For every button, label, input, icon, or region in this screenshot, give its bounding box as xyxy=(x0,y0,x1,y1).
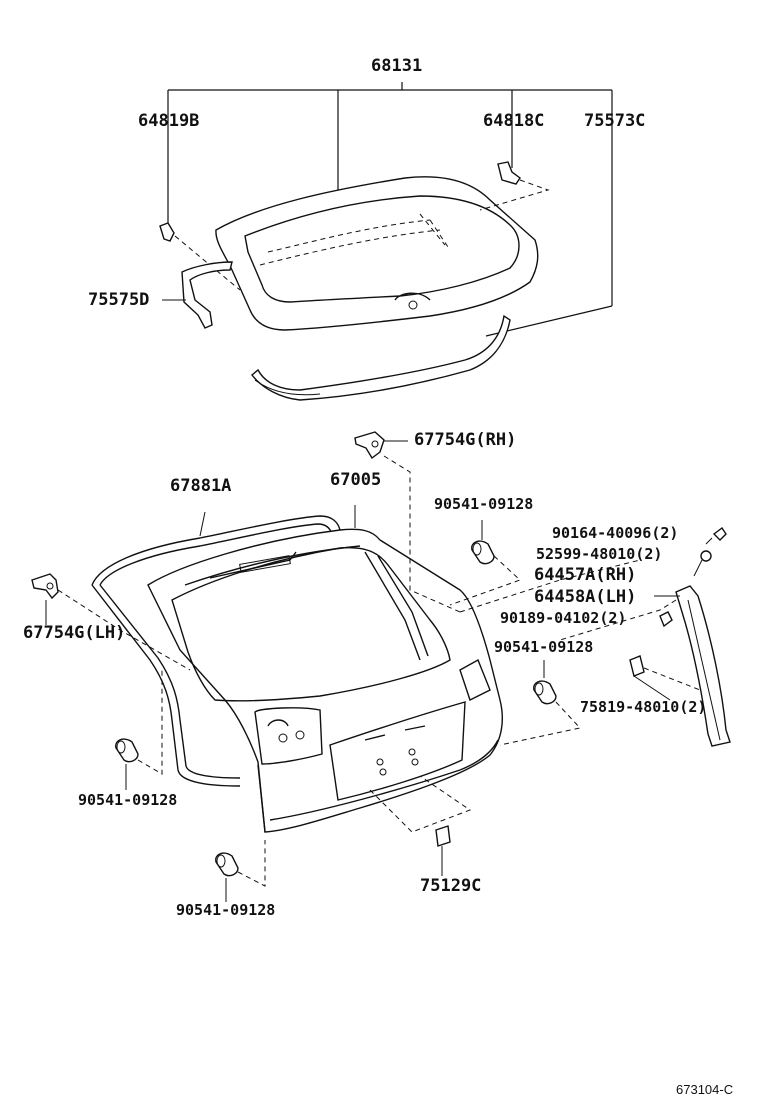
clip-64818C xyxy=(479,161,550,211)
clip-64819B xyxy=(159,222,241,291)
back-door-group xyxy=(31,431,731,902)
label-64818C: 64818C xyxy=(483,111,545,131)
label-90189-04102: 90189-04102(2) xyxy=(500,609,627,627)
weatherstrip-67881A xyxy=(91,511,341,787)
back-window-glass xyxy=(215,176,539,331)
label-90541-top: 90541-09128 xyxy=(434,495,534,513)
stay-bracket-67754G-LH xyxy=(31,573,191,671)
label-64819B: 64819B xyxy=(138,111,200,131)
back-door-67005 xyxy=(147,505,503,833)
label-52599-48010: 52599-48010(2) xyxy=(536,545,663,563)
label-67881A: 67881A xyxy=(170,476,232,496)
clip-75819-48010 xyxy=(629,655,701,701)
label-75575D: 75575D xyxy=(88,290,150,310)
label-64457A-RH: 64457A(RH) xyxy=(534,565,637,585)
weatherstrip-75575D xyxy=(162,261,233,329)
label-75573C: 75573C xyxy=(584,111,646,131)
screw-90164-40096 xyxy=(705,526,727,545)
cushion-90541-bottom xyxy=(215,840,266,902)
label-90541-left: 90541-09128 xyxy=(78,791,178,809)
stay-bracket-67754G-RH xyxy=(354,431,461,613)
cushion-90541-left xyxy=(115,670,163,790)
back-window-glass-group xyxy=(159,82,613,401)
label-67754G-LH: 67754G(LH) xyxy=(23,623,126,643)
label-90164-40096: 90164-40096(2) xyxy=(552,524,679,542)
nut-52599-48010 xyxy=(693,550,712,577)
label-90541-mid: 90541-09128 xyxy=(494,638,594,656)
nut-90189-04102 xyxy=(659,611,673,628)
cushion-90541-top xyxy=(449,520,521,606)
label-90541-bottom: 90541-09128 xyxy=(176,901,276,919)
label-67005: 67005 xyxy=(330,470,382,490)
cushion-90541-mid xyxy=(499,660,581,746)
label-67754G-RH: 67754G(RH) xyxy=(414,430,517,450)
plug-75129C xyxy=(369,775,472,876)
figure-code: 673104-C xyxy=(676,1082,734,1097)
label-64458A-LH: 64458A(LH) xyxy=(534,587,637,607)
label-68131: 68131 xyxy=(371,56,423,76)
molding-75573C xyxy=(251,314,511,401)
back-window-glass-inner xyxy=(244,195,520,303)
garnish-64457A-64458A xyxy=(559,585,731,747)
label-75129C: 75129C xyxy=(420,876,482,896)
label-75819-48010: 75819-48010(2) xyxy=(580,698,707,716)
